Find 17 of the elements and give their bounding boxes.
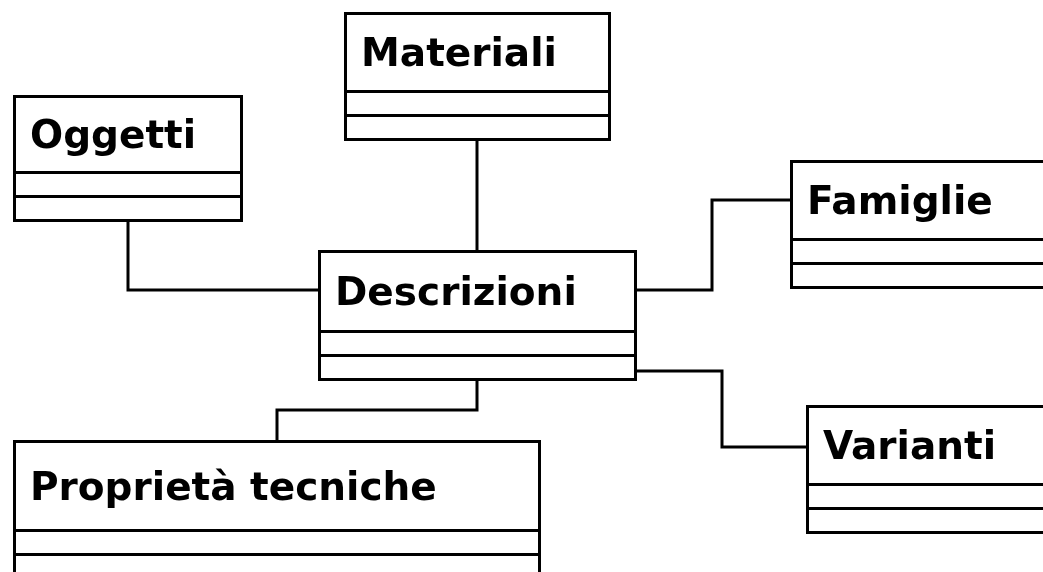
class-box <box>318 250 637 381</box>
class-name: Proprietà tecniche <box>29 462 438 511</box>
class-name: Varianti <box>822 422 998 470</box>
class-box <box>806 405 1043 534</box>
class-box <box>13 95 243 222</box>
class-box <box>344 12 611 141</box>
association-line <box>637 198 790 292</box>
class-name: Materiali <box>360 29 558 77</box>
association-line <box>126 222 318 292</box>
class-name: Oggetti <box>29 111 198 159</box>
association-line <box>637 369 806 449</box>
class-name: Descrizioni <box>334 268 578 316</box>
class-name: Famiglie <box>806 177 994 225</box>
association-line <box>475 141 479 250</box>
class-box <box>13 440 541 572</box>
association-line <box>275 381 479 440</box>
class-box <box>790 160 1043 289</box>
